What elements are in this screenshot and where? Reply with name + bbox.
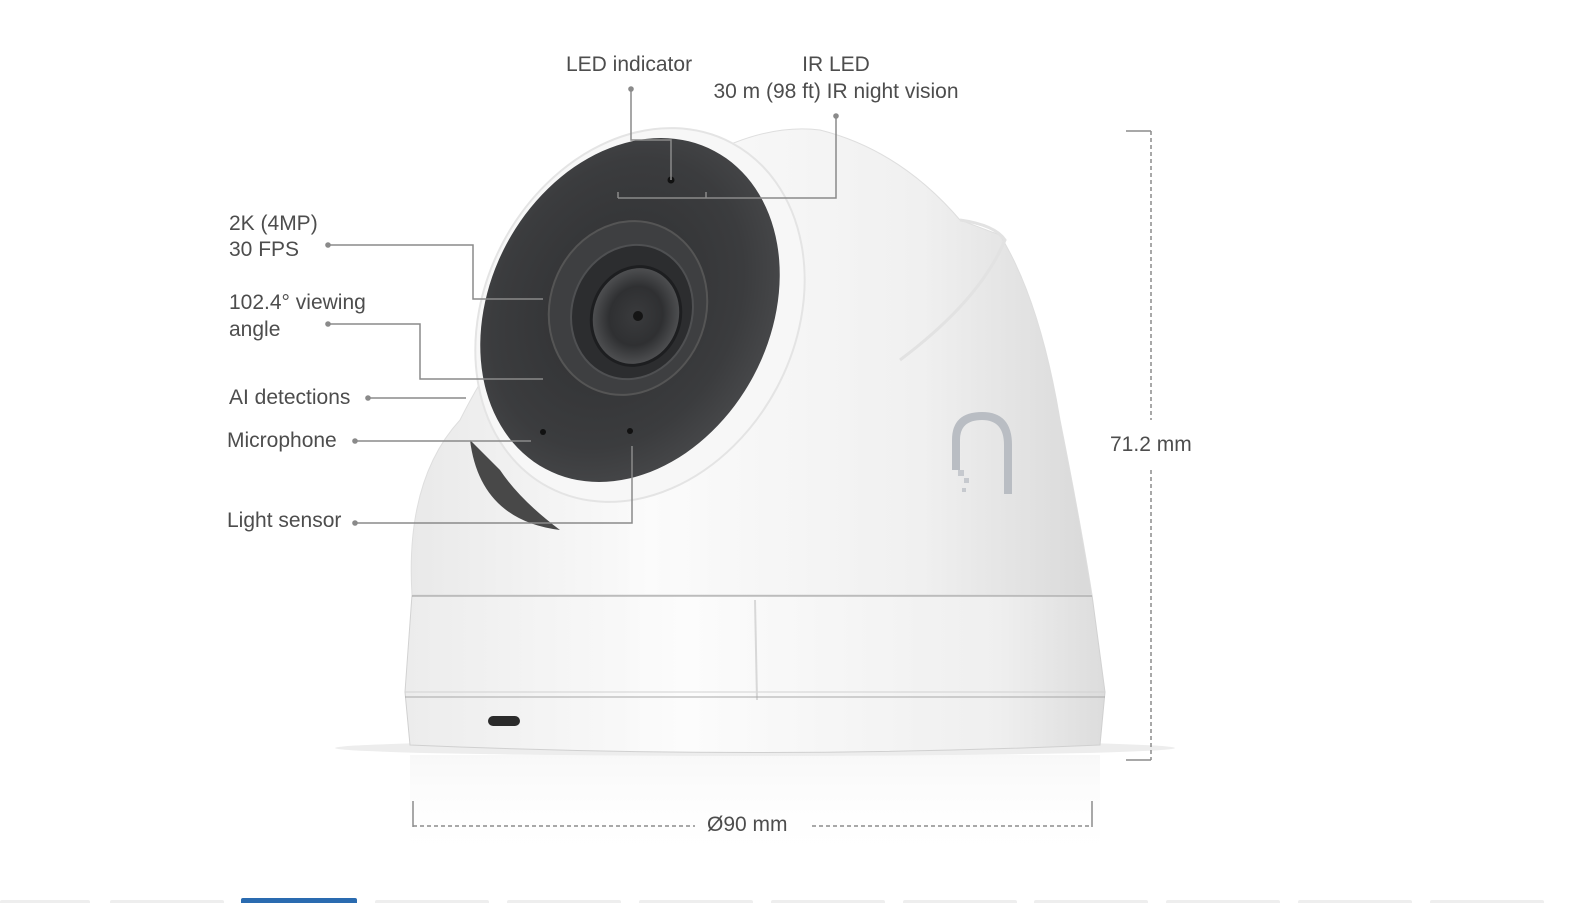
callout-resolution-line2: 30 FPS xyxy=(229,238,300,261)
callout-ir-led-title: IR LED xyxy=(802,53,870,76)
gallery-thumb-4[interactable] xyxy=(375,900,489,903)
lens-center xyxy=(633,311,643,321)
gallery-thumbnail-strip xyxy=(0,898,1569,903)
gallery-thumb-2[interactable] xyxy=(110,900,224,903)
gallery-thumb-8[interactable] xyxy=(903,900,1017,903)
gallery-thumb-5[interactable] xyxy=(507,900,621,903)
gallery-thumb-11[interactable] xyxy=(1298,900,1412,903)
height-dimension xyxy=(1126,130,1152,761)
width-dimension xyxy=(412,801,1093,827)
callout-microphone: Microphone xyxy=(227,429,337,452)
base-lower xyxy=(404,691,1106,753)
gallery-thumb-12[interactable] xyxy=(1430,900,1544,903)
callout-light-sensor: Light sensor xyxy=(227,509,342,532)
brand-logo-icon xyxy=(952,412,1012,494)
dimension-height-label: 71.2 mm xyxy=(1110,433,1192,456)
gallery-thumb-10[interactable] xyxy=(1166,900,1280,903)
callout-ir-led-detail: 30 m (98 ft) IR night vision xyxy=(713,80,959,103)
callout-ai-detections: AI detections xyxy=(229,386,351,409)
gallery-thumb-7[interactable] xyxy=(771,900,885,903)
callout-lines xyxy=(328,89,837,524)
callout-viewing-angle-line1: 102.4° viewing xyxy=(229,291,366,314)
gallery-thumb-9[interactable] xyxy=(1034,900,1148,903)
gallery-thumb-1[interactable] xyxy=(0,900,90,903)
callout-led-indicator: LED indicator xyxy=(566,53,693,76)
gallery-thumb-3-active[interactable] xyxy=(241,898,357,903)
base-slot xyxy=(488,716,520,726)
gallery-thumb-6[interactable] xyxy=(639,900,753,903)
dimension-diameter-label: Ø90 mm xyxy=(707,813,788,836)
microphone-hole xyxy=(540,429,546,435)
callout-resolution-line1: 2K (4MP) xyxy=(229,212,318,235)
light-sensor-hole xyxy=(627,428,633,434)
callout-viewing-angle-line2: angle xyxy=(229,318,281,341)
